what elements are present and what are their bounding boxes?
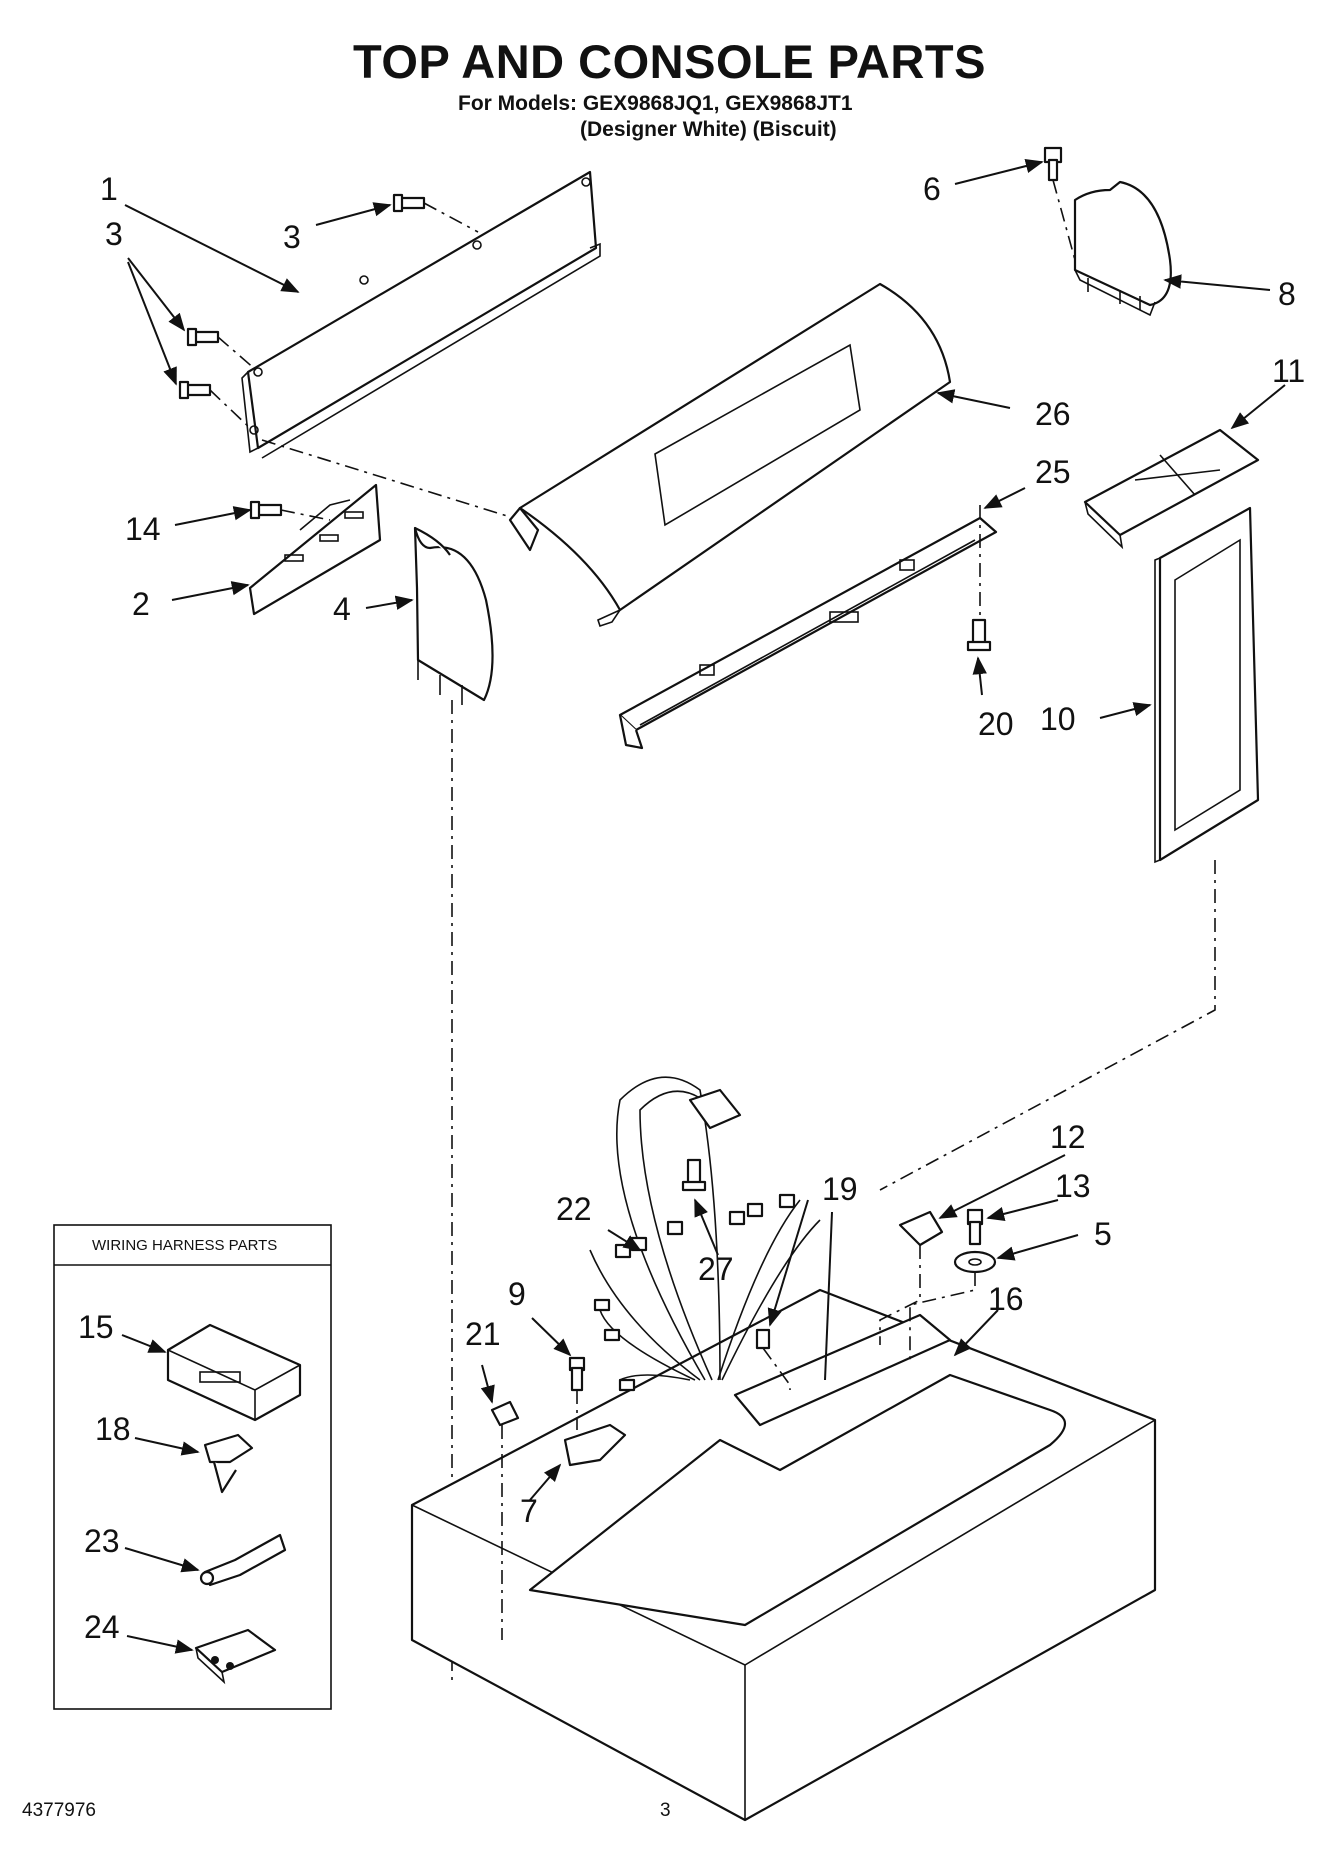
screw-19 [755, 1328, 771, 1350]
callout-12: 12 [1050, 1119, 1086, 1155]
lint-screen-cover-11 [1083, 428, 1260, 550]
callout-10: 10 [1040, 701, 1076, 737]
clip-21 [490, 1400, 520, 1427]
callout-leaders [124, 158, 1286, 1501]
callout-6: 6 [923, 171, 941, 207]
wiring-harness [589, 1076, 821, 1392]
screw-3-top [392, 193, 426, 213]
inset-title: WIRING HARNESS PARTS [92, 1237, 277, 1254]
callout-11: 11 [1272, 353, 1305, 389]
dryer-top-16 [410, 1288, 1157, 1822]
callout-18: 18 [95, 1411, 131, 1447]
document-number: 4377976 [22, 1800, 96, 1821]
end-cap-left-4 [413, 526, 494, 705]
colors-line: (Designer White) (Biscuit) [580, 118, 837, 141]
callout-24: 24 [84, 1609, 120, 1645]
screw-3-low [178, 380, 212, 400]
callout-4: 4 [333, 591, 351, 627]
callout-8: 8 [1278, 276, 1296, 312]
screw-6 [1043, 146, 1063, 182]
washer-5 [953, 1250, 997, 1274]
connector-24 [194, 1628, 277, 1685]
page-title: TOP AND CONSOLE PARTS [353, 35, 986, 88]
models-line: For Models: GEX9868JQ1, GEX9868JT1 [458, 92, 853, 115]
page-number: 3 [660, 1800, 671, 1821]
screw-13 [966, 1208, 984, 1246]
clip-18 [203, 1433, 254, 1494]
end-cap-right-8 [1073, 180, 1172, 317]
callout-14: 14 [125, 511, 161, 547]
callout-15: 15 [78, 1309, 114, 1345]
wiring-harness-inset: WIRING HARNESS PARTS 15 18 23 24 [53, 1224, 332, 1710]
callout-2: 2 [132, 586, 150, 622]
lint-housing-10 [1154, 506, 1260, 864]
callout-3b: 3 [283, 219, 301, 255]
console-26 [508, 282, 952, 628]
callout-16: 16 [988, 1281, 1024, 1317]
callout-7: 7 [520, 1493, 538, 1529]
connector-15 [166, 1323, 302, 1422]
screw-3-mid [186, 327, 220, 347]
callout-22: 22 [556, 1191, 592, 1227]
callout-25: 25 [1035, 454, 1071, 490]
bracket-12 [898, 1210, 944, 1247]
callout-19: 19 [822, 1171, 858, 1207]
console-bracket-25 [618, 516, 998, 750]
callout-13: 13 [1055, 1168, 1091, 1204]
callout-26: 26 [1035, 396, 1071, 432]
screw-14 [249, 500, 283, 520]
callout-20: 20 [978, 706, 1014, 742]
circuit-board-2 [248, 483, 382, 616]
console-back-panel [241, 170, 601, 459]
callout-9: 9 [508, 1276, 526, 1312]
callout-1: 1 [100, 171, 118, 207]
bracket-7 [563, 1423, 627, 1467]
callout-3a: 3 [105, 216, 123, 252]
callout-21: 21 [465, 1316, 501, 1352]
callout-27: 27 [698, 1251, 734, 1287]
terminal-23 [199, 1533, 287, 1587]
callout-23: 23 [84, 1523, 120, 1559]
screw-9 [568, 1356, 586, 1392]
screw-27 [681, 1158, 707, 1192]
screw-20 [966, 618, 992, 652]
callout-5: 5 [1094, 1216, 1112, 1252]
